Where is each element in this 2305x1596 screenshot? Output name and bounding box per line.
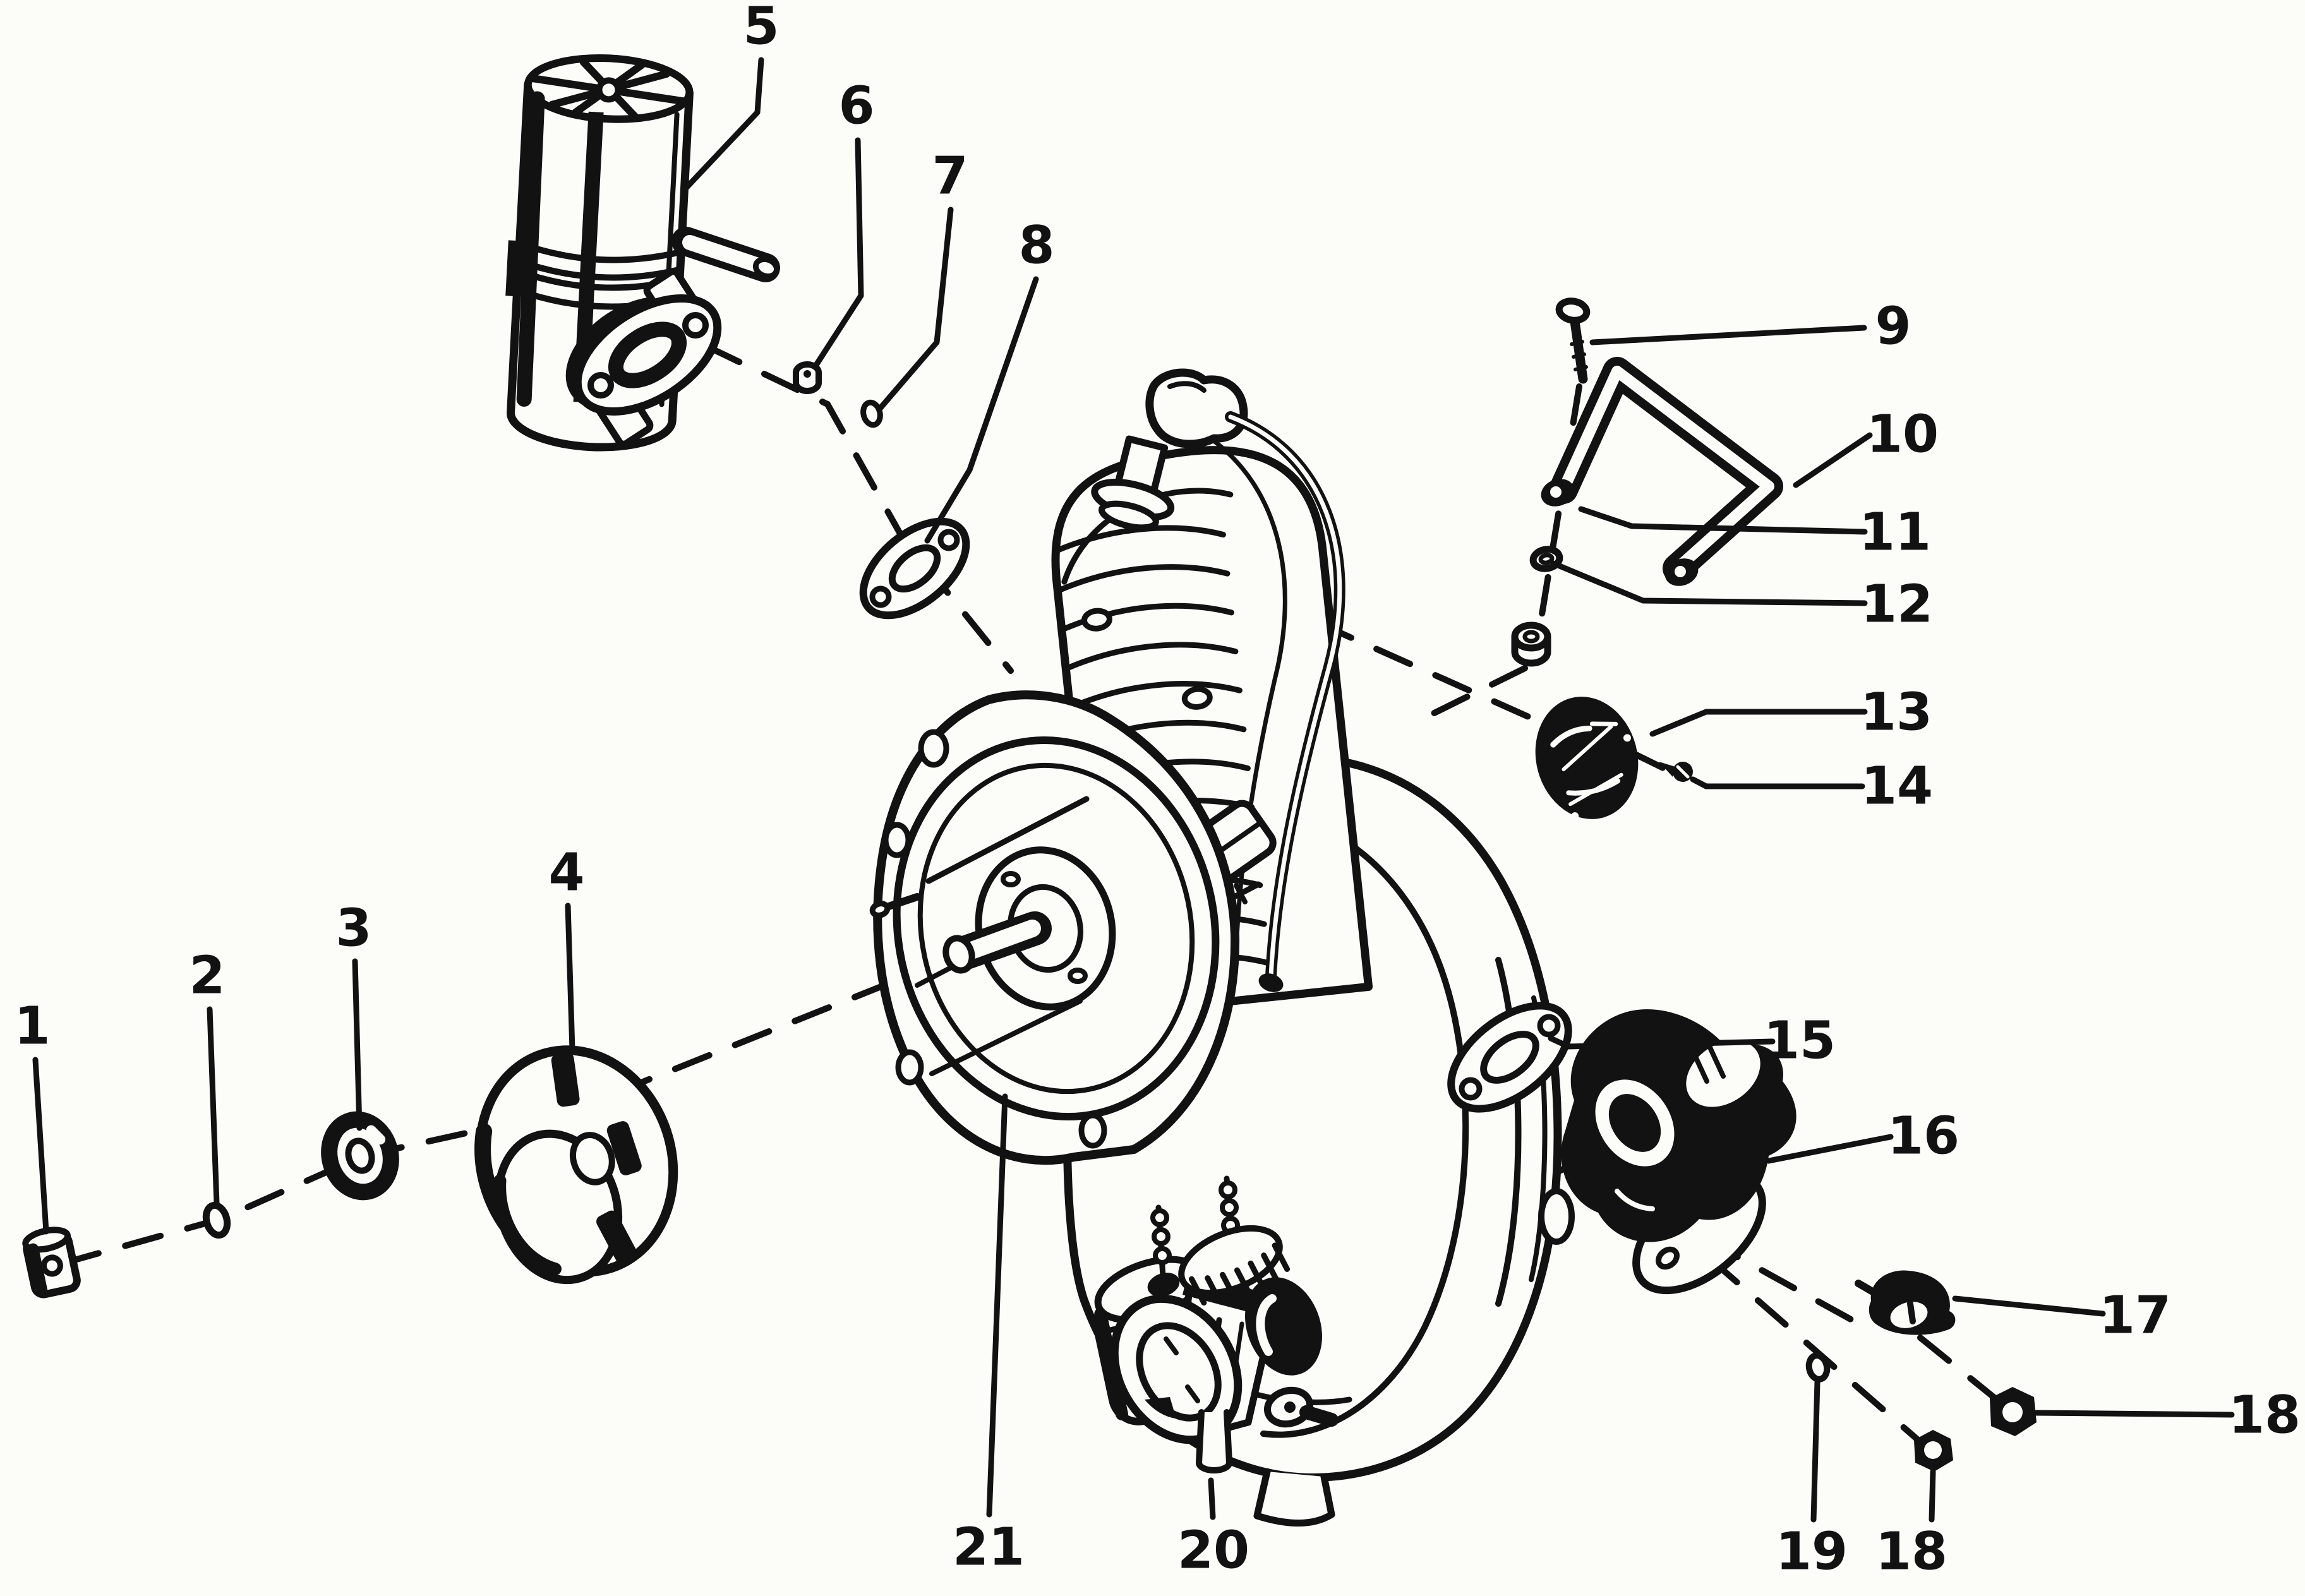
callout-8: 8 (1018, 216, 1054, 276)
assembly-axis-11 (1706, 1255, 1929, 1449)
leader-20-20 (1208, 1477, 1216, 1520)
nut-18-bottom (1914, 1430, 1953, 1472)
nut-6 (793, 361, 822, 394)
leader-12-11 (1550, 560, 1868, 606)
washer-7 (860, 399, 883, 428)
callout-4: 4 (548, 843, 584, 903)
o-ring-2 (202, 1201, 231, 1239)
leader-14-13 (1690, 776, 1865, 789)
callout-7: 7 (932, 147, 968, 207)
leader-9-8 (1589, 325, 1867, 345)
assembly-axis-2 (703, 343, 1014, 674)
carry-handle-10 (1541, 357, 1783, 586)
bolt-9 (1555, 297, 1591, 384)
gasket-15 (1447, 1002, 1572, 1113)
muffler-flange (565, 268, 722, 448)
assembly-axis-3 (1532, 383, 1582, 660)
engine-foot (1253, 1468, 1335, 1527)
leader-10-9 (1793, 432, 1873, 488)
muffler-side-tube (671, 227, 780, 282)
callout-18: 18 (2229, 1386, 2301, 1446)
spark-plug (1091, 368, 1248, 531)
leader-17-16 (1952, 1295, 2106, 1317)
leader-13-12 (1649, 709, 1868, 737)
callout-1: 1 (14, 997, 50, 1057)
nut-1 (22, 1227, 81, 1299)
assembly-axis-4 (1409, 665, 1528, 727)
assembly-axis-9 (1917, 1335, 2000, 1403)
assembly-axis-5 (1315, 620, 1556, 731)
leader-11-10 (1578, 506, 1868, 535)
ht-lead (1208, 411, 1345, 992)
leader-16-15 (1766, 1134, 1894, 1164)
callout-12: 12 (1861, 575, 1933, 635)
nut-18-right (1990, 1387, 2037, 1436)
plug-cap (1145, 368, 1248, 448)
callout-11: 11 (1859, 503, 1931, 563)
callout-6: 6 (838, 76, 874, 136)
ring-19 (1805, 1352, 1831, 1383)
leader-5-4 (680, 57, 764, 194)
leader-6-5 (813, 137, 864, 368)
callout-10: 10 (1867, 405, 1939, 465)
callout-21: 21 (953, 1518, 1025, 1578)
leader-19-18 (1810, 1379, 1821, 1523)
callout-13: 13 (1860, 683, 1932, 743)
callout-2: 2 (189, 946, 225, 1006)
callout-15: 15 (1764, 1011, 1836, 1071)
leader-15-14 (1548, 1035, 1776, 1050)
callout-9: 9 (1875, 297, 1911, 357)
callout-20: 20 (1177, 1521, 1249, 1581)
intake-manifold-16 (1561, 1009, 1796, 1295)
leader-4-3 (565, 903, 575, 1053)
leader-18-17 (2032, 1410, 2235, 1418)
clamp-17 (1855, 1270, 1956, 1335)
leader-2-1 (207, 1006, 220, 1206)
carburettor-20 (1093, 1175, 1339, 1473)
muffler (505, 54, 780, 452)
callout-14: 14 (1861, 757, 1933, 817)
nut-12 (1511, 621, 1551, 667)
callout-16: 16 (1887, 1107, 1959, 1167)
gasket-8 (859, 517, 970, 620)
bushing-3 (321, 1111, 399, 1201)
callout-5: 5 (743, 0, 779, 57)
leader-8-7 (924, 276, 1039, 544)
leader-7-6 (876, 207, 954, 412)
clutch-drum-4 (474, 1045, 678, 1285)
brand-cap-13 (1535, 697, 1639, 820)
band-lug (505, 240, 526, 297)
leader-18-19 (1929, 1468, 1936, 1523)
leader-1-0 (32, 1057, 49, 1235)
muffler-star-vent (528, 58, 689, 121)
front-plate (869, 690, 1240, 1165)
leader-21-21 (986, 1093, 1008, 1518)
callout-18: 18 (1875, 1522, 1947, 1582)
callout-17: 17 (2099, 1286, 2171, 1346)
callout-19: 19 (1776, 1522, 1848, 1582)
callout-3: 3 (335, 899, 371, 959)
screw-14 (1659, 762, 1693, 782)
leader-3-2 (352, 958, 363, 1131)
